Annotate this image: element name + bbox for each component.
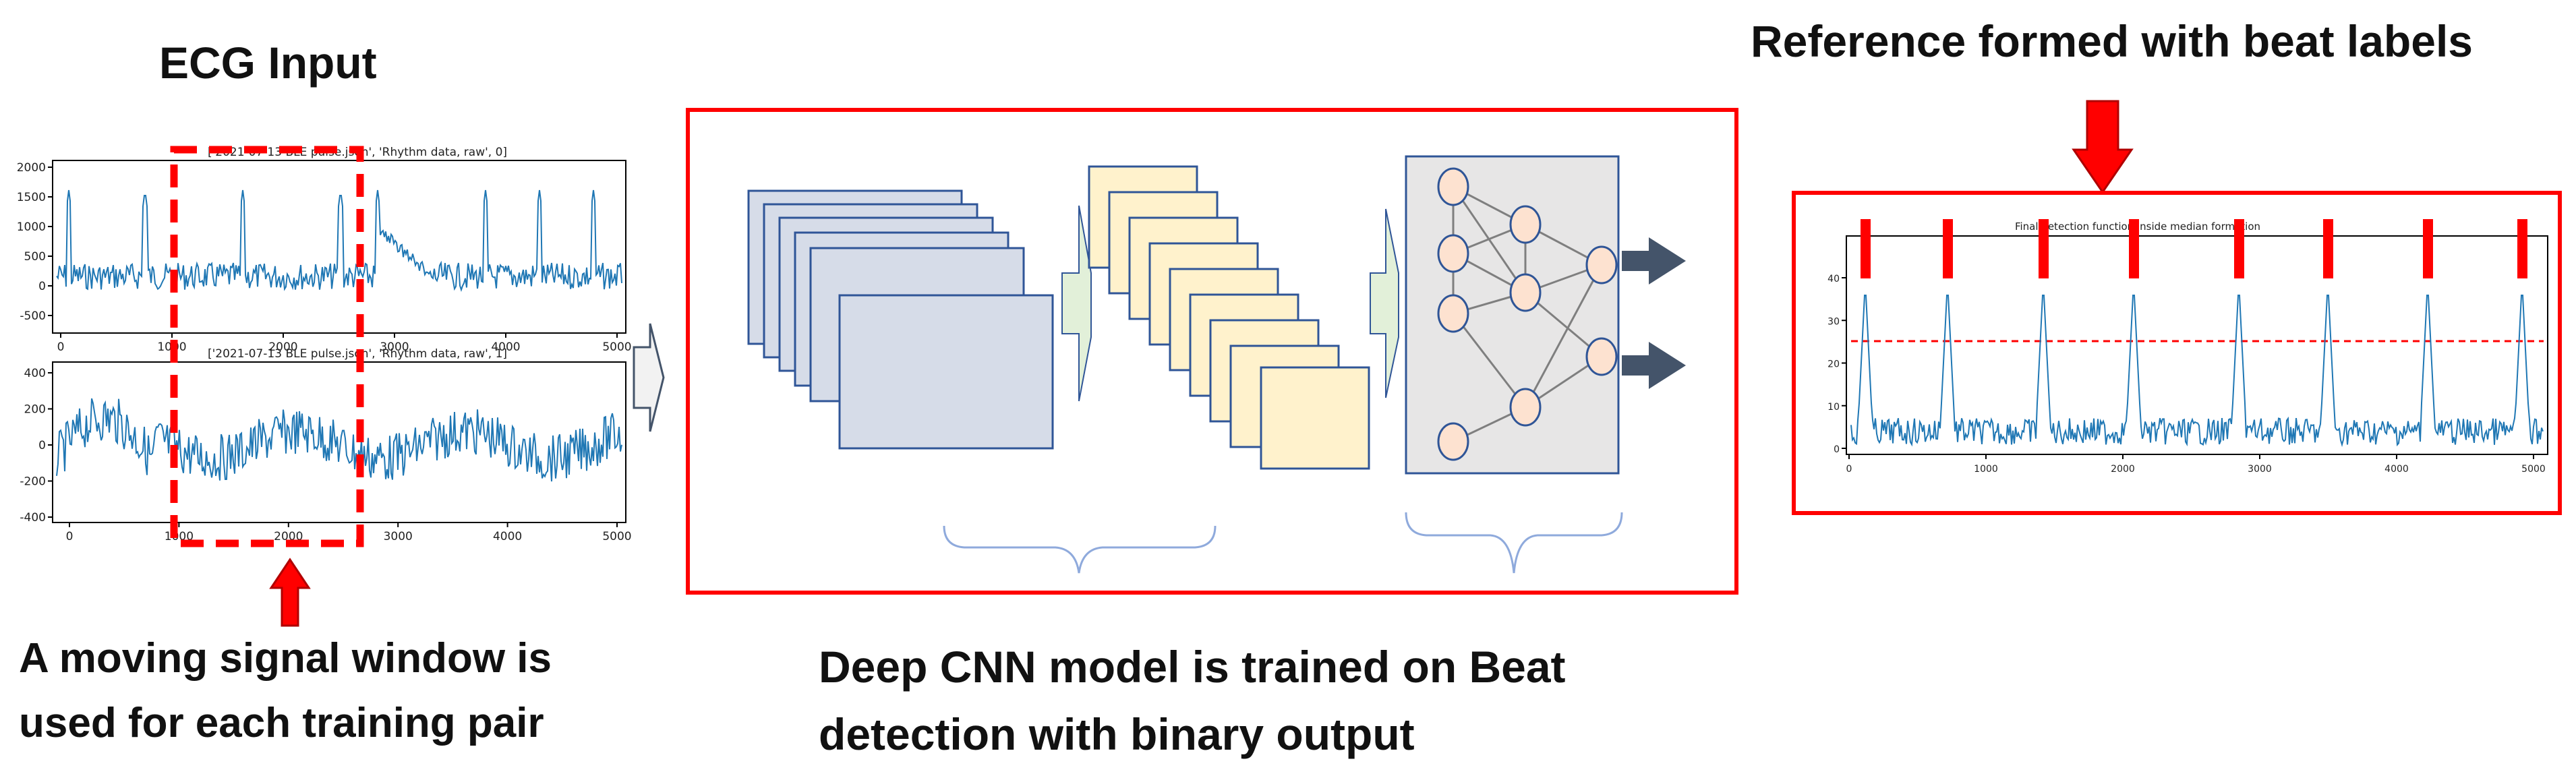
network-neuron xyxy=(1585,245,1618,285)
output-arrow-2 xyxy=(1622,342,1686,389)
conv-layers-stack-2 xyxy=(1088,165,1370,470)
beat-label-marker xyxy=(2039,219,2049,278)
reference-title: Reference formed with beat labels xyxy=(1751,16,2473,66)
ecg-plot-1-signal xyxy=(56,189,622,292)
window-caption-line1: A moving signal window is xyxy=(19,635,552,682)
ecg-plot-1-frame xyxy=(52,160,626,334)
reference-plot-ytick-label: 40 xyxy=(1827,274,1840,285)
beat-label-marker xyxy=(2129,219,2139,278)
beat-label-marker xyxy=(2234,219,2244,278)
ecg-plot-2-xtick-label: 0 xyxy=(66,530,74,543)
ecg-plot-2-ytick-label: 0 xyxy=(38,439,46,452)
network-neuron xyxy=(1437,234,1469,273)
network-neuron xyxy=(1437,422,1469,461)
network-neuron xyxy=(1509,273,1542,312)
reference-down-arrow[interactable] xyxy=(2072,100,2134,194)
ecg-plot-1-xtick-label: 0 xyxy=(57,340,65,354)
conv-layers-stack-1 xyxy=(747,189,1054,450)
window-up-arrow xyxy=(269,558,311,627)
beat-label-marker xyxy=(2423,219,2433,278)
reference-plot-frame xyxy=(1846,235,2548,455)
conv-section-brace xyxy=(943,525,1217,574)
network-neuron xyxy=(1509,388,1542,427)
ecg-plot-2-signal xyxy=(56,398,622,482)
dense-section-brace xyxy=(1405,512,1623,574)
ecg-plot-2: ['2021-07-13 BLE pulse.json', 'Rhythm da… xyxy=(20,347,631,543)
ecg-plot-1-xtick-label: 4000 xyxy=(491,340,520,354)
ecg-plot-1-ytick-label: 1000 xyxy=(17,220,46,234)
ecg-plot-1-ytick-label: 2000 xyxy=(17,161,46,175)
ecg-plot-2-xtick-label: 4000 xyxy=(493,530,522,543)
reference-plot-xtick-label: 0 xyxy=(1846,464,1852,475)
ecg-plot-2-frame xyxy=(52,361,626,523)
reference-plot-ytick-label: 0 xyxy=(1834,444,1840,455)
ecg-plot-2-ytick-label: 400 xyxy=(24,367,46,380)
network-neuron xyxy=(1509,205,1542,244)
network-edge xyxy=(1452,313,1527,408)
beat-label-marker xyxy=(1943,219,1953,278)
beat-label-marker xyxy=(2517,219,2527,278)
network-neuron xyxy=(1437,167,1469,206)
ecg-plot-2-xtick-label: 5000 xyxy=(602,530,631,543)
dense-network xyxy=(1405,155,1620,475)
input-to-cnn-arrow xyxy=(633,323,665,432)
reference-plot-ytick-label: 10 xyxy=(1827,402,1840,413)
ecg-plot-1-ytick-label: 0 xyxy=(38,280,46,293)
reference-plot-xtick-label: 4000 xyxy=(2384,464,2409,475)
cnn-caption-line2: detection with binary output xyxy=(819,709,1415,759)
ecg-plot-2-ytick-label: 200 xyxy=(24,403,46,417)
window-caption-line2: used for each training pair xyxy=(19,700,544,746)
ecg-plot-1: ['2021-07-13 BLE pulse.json', 'Rhythm da… xyxy=(17,146,632,354)
moving-window-box xyxy=(170,146,364,547)
ecg-plot-1-xtick-label: 3000 xyxy=(380,340,409,354)
ecg-plot-1-ytick-label: 500 xyxy=(24,250,46,264)
reference-plot-xtick-label: 2000 xyxy=(2111,464,2135,475)
ecg-plot-1-xtick-label: 5000 xyxy=(602,340,631,354)
reference-plot-xtick-label: 1000 xyxy=(1974,464,1998,475)
ecg-plot-1-ytick-label: 1500 xyxy=(17,191,46,204)
cnn-model-box xyxy=(686,108,1738,595)
ecg-plot-2-xtick-label: 3000 xyxy=(384,530,413,543)
cnn-caption-line1: Deep CNN model is trained on Beat xyxy=(819,642,1566,692)
reference-plot-ytick-label: 20 xyxy=(1827,359,1840,370)
reference-plot-xtick-label: 3000 xyxy=(2248,464,2272,475)
network-neuron xyxy=(1585,337,1618,376)
beat-label-marker xyxy=(2323,219,2333,278)
network-edge xyxy=(1524,264,1603,408)
ecg-plot-2-ytick-label: -200 xyxy=(20,475,46,489)
output-arrow-1 xyxy=(1622,237,1686,285)
reference-signal xyxy=(1850,295,2544,448)
ecg-plot-1-xtick-label: 2000 xyxy=(268,340,297,354)
conv-to-pool-arrow xyxy=(1061,205,1092,402)
network-neuron xyxy=(1437,294,1469,333)
pool-to-dense-arrow xyxy=(1370,208,1399,398)
ecg-plot-1-ytick-label: -500 xyxy=(20,309,46,323)
reference-plot-xtick-label: 5000 xyxy=(2521,464,2546,475)
ecg-input-title: ECG Input xyxy=(159,38,377,88)
reference-plot-box xyxy=(1792,191,2562,515)
ecg-plot-2-ytick-label: -400 xyxy=(20,511,46,525)
beat-label-marker xyxy=(1861,219,1871,278)
reference-plot-ytick-label: 30 xyxy=(1827,316,1840,327)
